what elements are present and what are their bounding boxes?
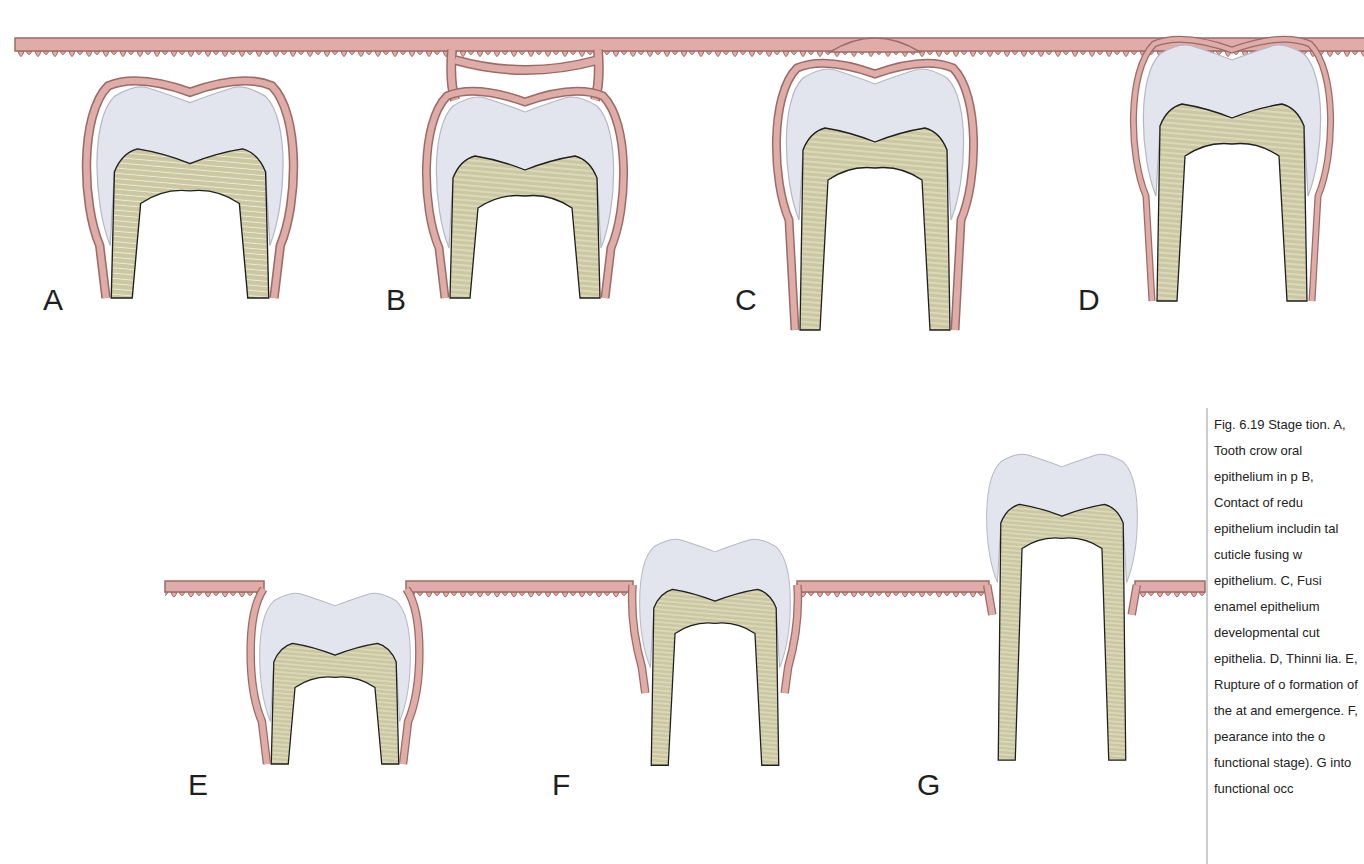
figure-caption: Fig. 6.19 Stage tion. A, Tooth crow oral…	[1214, 412, 1359, 802]
stage-letter: E	[188, 768, 208, 802]
tooth-stage-e	[251, 589, 420, 764]
tooth-stage-a	[86, 81, 293, 298]
stage-letter: G	[917, 768, 940, 802]
tooth-stage-g	[987, 454, 1138, 760]
stage-letter: A	[43, 283, 63, 317]
tooth-stage-b	[426, 91, 623, 298]
stage-letter: D	[1078, 283, 1100, 317]
stage-letter: B	[386, 283, 406, 317]
tooth-stage-d	[1133, 39, 1330, 301]
fused-epithelium	[830, 38, 920, 52]
stage-letter: C	[735, 283, 757, 317]
tooth-stage-f	[632, 539, 798, 765]
caption-rule	[1207, 408, 1208, 864]
tooth-stage-c	[776, 63, 973, 330]
stage-letter: F	[552, 768, 570, 802]
